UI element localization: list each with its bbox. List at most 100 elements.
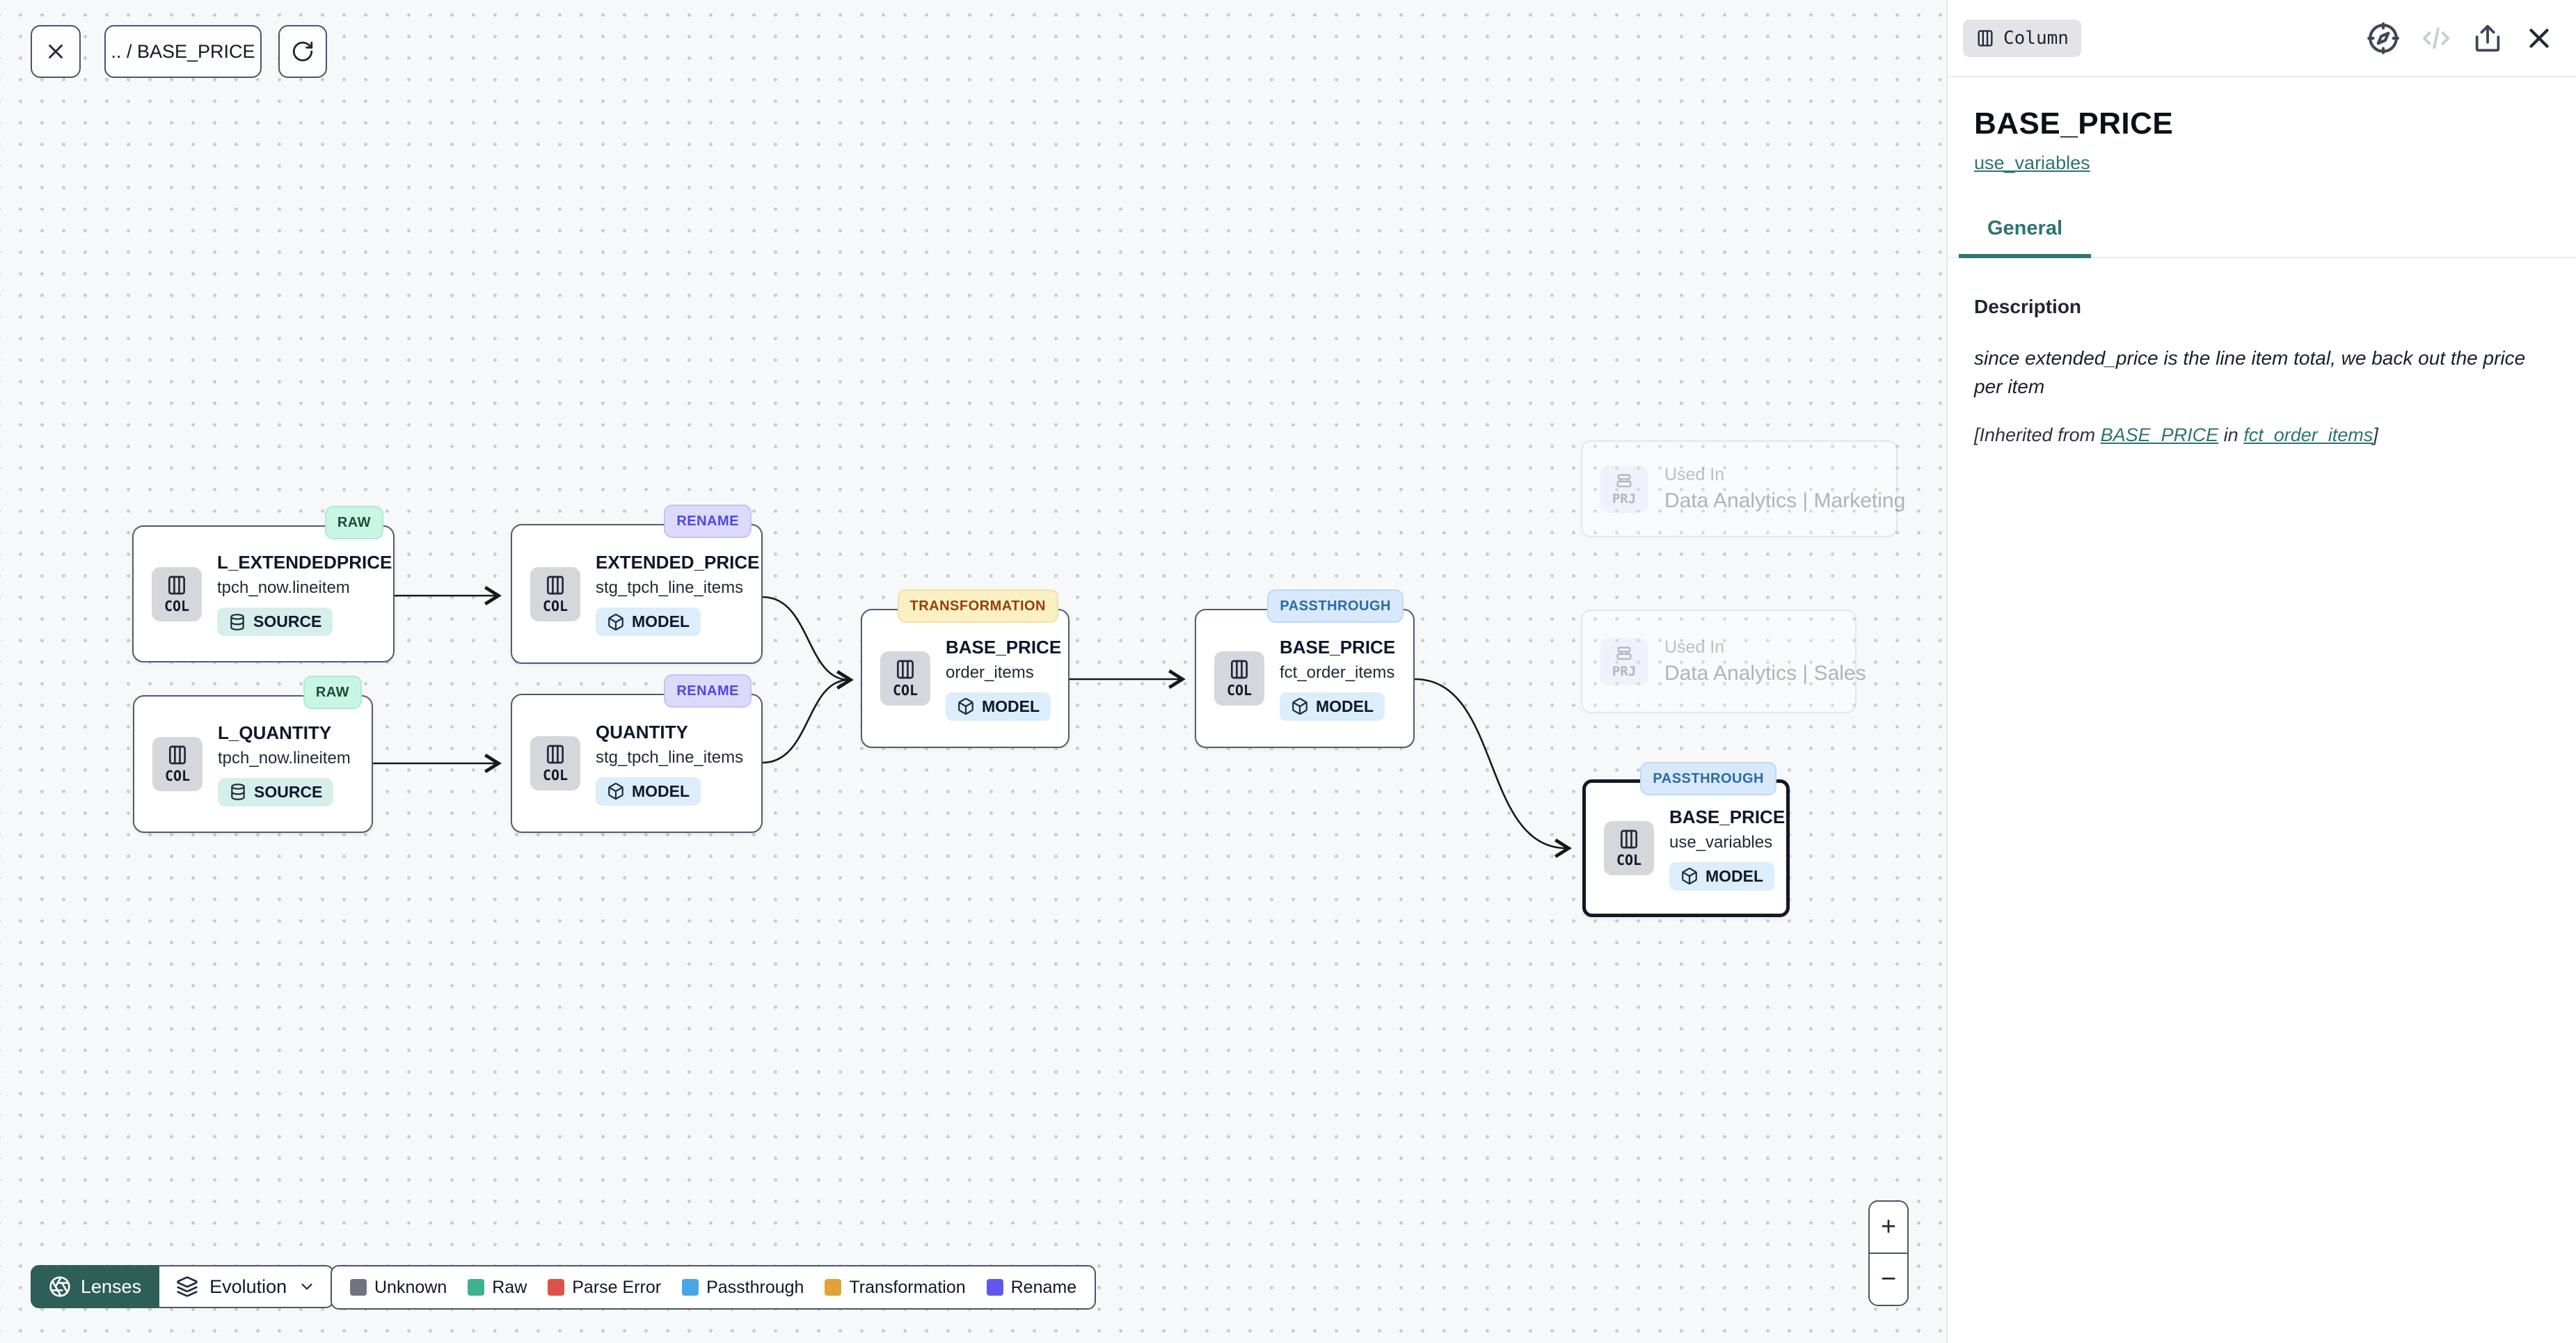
kind-chip-model: MODEL bbox=[1669, 861, 1775, 891]
evolution-badge: RENAME bbox=[664, 674, 752, 708]
evolution-badge: PASSTHROUGH bbox=[1640, 762, 1776, 795]
refresh-button[interactable] bbox=[278, 25, 327, 78]
inherited-prefix: [Inherited from bbox=[1974, 424, 2101, 446]
breadcrumb[interactable]: .. / BASE_PRICE bbox=[104, 25, 262, 78]
used-in-label: Used In bbox=[1664, 637, 1725, 657]
zoom-out-button[interactable]: − bbox=[1870, 1254, 1907, 1305]
columns-icon bbox=[547, 745, 564, 764]
stack-icon bbox=[1616, 474, 1632, 487]
inherited-model-link[interactable]: fct_order_items bbox=[2243, 424, 2374, 446]
legend-swatch bbox=[350, 1279, 367, 1296]
lenses-button[interactable]: Lenses bbox=[31, 1265, 160, 1308]
node-l-quantity[interactable]: RAW COL L_QUANTITY tpch_now.lineitem SOU… bbox=[133, 676, 373, 833]
column-type-box: COL bbox=[1604, 821, 1654, 875]
zoom-in-button[interactable]: + bbox=[1870, 1202, 1907, 1253]
legend-label: Passthrough bbox=[706, 1277, 804, 1297]
inherited-suffix: ] bbox=[2373, 424, 2378, 446]
column-type-box: COL bbox=[152, 737, 202, 791]
project-icon: PRJ bbox=[1600, 637, 1648, 685]
kind-chip-source: SOURCE bbox=[218, 777, 334, 806]
column-type-box: COL bbox=[152, 566, 202, 621]
close-icon bbox=[2529, 28, 2549, 48]
code-button[interactable] bbox=[2420, 22, 2452, 54]
kind-chip-model: MODEL bbox=[596, 777, 701, 806]
node-l-extendedprice[interactable]: RAW COL L_EXTENDEDPRICE tpch_now.lineite… bbox=[132, 506, 395, 662]
kind-chip-label: MODEL bbox=[982, 697, 1040, 715]
column-box-label: COL bbox=[1226, 682, 1253, 699]
node-title: QUANTITY bbox=[596, 721, 688, 742]
legend-label: Unknown bbox=[374, 1277, 447, 1297]
legend-item-parse-error: Parse Error bbox=[548, 1278, 661, 1298]
node-extended-price[interactable]: RENAME COL EXTENDED_PRICE stg_tpch_line_… bbox=[511, 504, 763, 664]
inherited-note: [Inherited from BASE_PRICE in fct_order_… bbox=[1974, 424, 2550, 446]
node-title: BASE_PRICE bbox=[1280, 636, 1396, 658]
entity-type-badge: Column bbox=[1963, 19, 2081, 57]
close-lineage-button[interactable] bbox=[31, 25, 81, 78]
tab-general[interactable]: General bbox=[1959, 217, 2091, 258]
code-icon bbox=[2422, 27, 2450, 49]
legend-label: Rename bbox=[1010, 1277, 1077, 1297]
database-icon bbox=[230, 613, 244, 630]
used-in-name: Data Analytics | Sales bbox=[1664, 662, 1866, 685]
zoom-controls: + − bbox=[1868, 1200, 1909, 1306]
column-type-box: COL bbox=[530, 736, 580, 790]
node-title: EXTENDED_PRICE bbox=[596, 552, 760, 573]
node-model: tpch_now.lineitem bbox=[218, 748, 351, 768]
cube-icon bbox=[958, 698, 973, 715]
inherited-column-link[interactable]: BASE_PRICE bbox=[2100, 424, 2219, 446]
node-base-price-fct-order-items[interactable]: PASSTHROUGH COL BASE_PRICE fct_order_ite… bbox=[1195, 589, 1415, 748]
inherited-middle: in bbox=[2218, 424, 2244, 446]
share-icon bbox=[2475, 24, 2500, 51]
legend-item-rename: Rename bbox=[986, 1277, 1077, 1298]
column-type-box: COL bbox=[880, 651, 930, 706]
columns-icon bbox=[168, 575, 185, 594]
detail-panel: Column bbox=[1946, 0, 2576, 1343]
refresh-icon bbox=[292, 41, 313, 62]
panel-actions bbox=[2366, 21, 2555, 56]
node-quantity[interactable]: RENAME COL QUANTITY stg_tpch_line_items … bbox=[511, 674, 763, 833]
layers-icon bbox=[177, 1276, 198, 1297]
lenses-label: Lenses bbox=[81, 1276, 142, 1297]
node-base-price-use-variables[interactable]: PASSTHROUGH COL BASE_PRICE use_variables… bbox=[1582, 762, 1790, 917]
explore-button[interactable] bbox=[2366, 21, 2401, 56]
legend-swatch bbox=[548, 1279, 565, 1296]
entity-type-label: Column bbox=[2003, 27, 2069, 49]
kind-chip-model: MODEL bbox=[946, 692, 1051, 721]
evolution-badge: RENAME bbox=[664, 504, 752, 538]
lens-controls: Lenses Evolution bbox=[31, 1265, 335, 1308]
column-box-label: COL bbox=[892, 682, 919, 699]
node-title: L_QUANTITY bbox=[218, 722, 332, 743]
node-title: BASE_PRICE bbox=[946, 636, 1062, 658]
panel-body: BASE_PRICE use_variables bbox=[1948, 77, 2576, 174]
column-box-label: COL bbox=[1616, 852, 1642, 868]
lens-selected-label: Evolution bbox=[209, 1276, 287, 1297]
cube-icon bbox=[1292, 698, 1307, 715]
legend-label: Raw bbox=[492, 1277, 527, 1297]
kind-chip-label: MODEL bbox=[1316, 697, 1374, 715]
columns-icon bbox=[169, 745, 186, 765]
column-type-box: COL bbox=[1214, 651, 1264, 706]
legend-item-transformation: Transformation bbox=[825, 1277, 966, 1298]
model-link[interactable]: use_variables bbox=[1974, 152, 2090, 173]
columns-icon bbox=[1231, 660, 1248, 679]
share-button[interactable] bbox=[2472, 22, 2504, 54]
description-body: since extended_price is the line item to… bbox=[1974, 347, 2526, 397]
stack-icon bbox=[1616, 646, 1632, 660]
chevron-down-icon bbox=[301, 1283, 312, 1290]
cube-icon bbox=[608, 783, 623, 800]
legend-item-raw: Raw bbox=[468, 1278, 527, 1298]
node-base-price-order-items[interactable]: TRANSFORMATION COL BASE_PRICE order_item… bbox=[861, 589, 1070, 748]
breadcrumb-label: .. / BASE_PRICE bbox=[111, 40, 255, 62]
kind-chip-model: MODEL bbox=[596, 607, 701, 636]
compass-icon bbox=[2367, 22, 2399, 54]
lineage-canvas[interactable]: .. / BASE_PRICE PRJ Used In Data Analyti… bbox=[0, 0, 1946, 1343]
used-in-card-sales[interactable]: PRJ Used In Data Analytics | Sales bbox=[1581, 610, 1866, 713]
kind-chip-label: MODEL bbox=[632, 781, 690, 800]
legend-swatch bbox=[825, 1279, 842, 1296]
lens-select[interactable]: Evolution bbox=[159, 1265, 335, 1308]
legend-label: Transformation bbox=[849, 1277, 966, 1297]
evolution-badge: RAW bbox=[324, 506, 383, 539]
close-panel-button[interactable] bbox=[2523, 22, 2555, 54]
node-model: use_variables bbox=[1669, 832, 1773, 852]
used-in-card-marketing[interactable]: PRJ Used In Data Analytics | Marketing bbox=[1581, 440, 1905, 537]
